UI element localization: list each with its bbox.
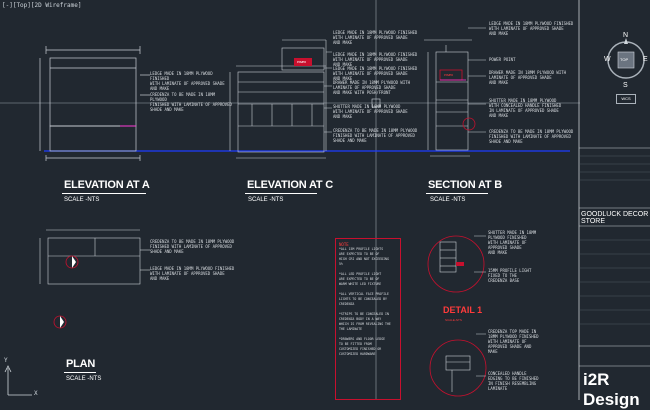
general-notes-body: *ALL 15M PROFILE LIGHTS ARE EXPECTED TO …: [339, 247, 391, 356]
note-section-b-drawer: DRAWER MADE IN 18MM PLYWOOD WITH LAMINAT…: [489, 70, 567, 85]
note-elev-a-ledge: LEDGE MADE IN 18MM PLYWOOD FINISHED WITH…: [150, 71, 225, 91]
elev-c-power-label: POWER: [297, 60, 307, 64]
section-b-power-label: POWER: [444, 73, 454, 77]
note-section-b-shutter: SHUTTER MADE IN 18MM PLYWOOD WITH CONCEA…: [489, 98, 562, 118]
designer-brand: i2R Design: [583, 370, 640, 409]
plan-section-markers: [53, 255, 79, 329]
crosshair-pickbox: [371, 98, 381, 108]
section-b-underline: [426, 193, 488, 194]
section-b-detail-callout: [462, 117, 476, 131]
note-section-b-power: POWER POINT: [489, 57, 516, 62]
plan-scale: SCALE -NTS: [66, 376, 102, 382]
ucs-x-label: X: [34, 390, 38, 397]
leader-lines: [324, 27, 486, 377]
title-block-rows: [579, 155, 650, 325]
plan-title: PLAN: [66, 358, 96, 370]
elevation-c-scale: SCALE -NTS: [248, 197, 284, 203]
project-name: GOODLUCK DECOR STORE: [581, 211, 649, 225]
note-elev-a-credenza: CREDENZA TO BE MADE IN 18MM PLYWOOD FINI…: [150, 92, 232, 112]
compass-east-label[interactable]: E: [643, 56, 648, 63]
note-elev-c-credenza: CREDENZA TO BE MADE IN 18MM PLYWOOD FINI…: [333, 128, 418, 143]
elevation-c-drawing: [229, 39, 327, 159]
note-elev-c-ledge-2: LEDGE MADE IN 18MM PLYWOOD FINISHED WITH…: [333, 52, 418, 67]
detail-1-hatch: [439, 241, 471, 392]
elevation-c-title: ELEVATION AT C: [247, 179, 334, 191]
viewcube-top-face[interactable]: TOP: [620, 57, 629, 62]
elevation-c-underline: [245, 193, 317, 194]
elevation-c-power-marker: [294, 58, 312, 66]
ucs-y-label: Y: [4, 357, 8, 364]
detail-1-drawing: [427, 235, 487, 397]
note-elev-c-shutter: SHUTTER MADE IN 18MM PLYWOOD WITH LAMINA…: [333, 104, 408, 119]
compass-north-label[interactable]: N: [623, 32, 629, 39]
ucs-icon: [4, 365, 32, 396]
section-b-drawing: [424, 39, 472, 157]
note-section-b-credenza: CREDENZA TO BE MADE IN 18MM PLYWOOD FINI…: [489, 129, 574, 144]
drawing-canvas[interactable]: [0, 0, 650, 400]
title-block-logo-area: i2R Design: [579, 366, 650, 409]
viewcube[interactable]: N S E W TOP WCS: [604, 26, 648, 104]
detail-1-profile-light: [456, 262, 464, 266]
note-detail-profile-light: 15MM PROFILE LIGHT FIXED TO THE CREDENZA…: [488, 268, 532, 283]
note-section-b-ledge: LEDGE MADE IN 18MM PLYWOOD FINISHED WITH…: [489, 21, 574, 36]
compass-south-label[interactable]: S: [623, 82, 628, 89]
detail-1-title: DETAIL 1: [443, 305, 483, 315]
note-elev-c-ledge-3: LEDGE MADE IN 18MM PLYWOOD FINISHED WITH…: [333, 66, 418, 81]
note-plan-credenza: CREDENZA TO BE MADE IN 18MM PLYWOOD FINI…: [150, 239, 235, 254]
note-detail-concealed-handle: CONCEALED HANDLE EDGING TO BE FINISHED I…: [488, 371, 539, 391]
compass-ring-icon: [607, 38, 645, 79]
elevation-a-underline: [62, 193, 146, 194]
plan-underline: [64, 372, 96, 373]
elevation-a-drawing: [39, 46, 150, 161]
general-notes-title: NOTE: [339, 242, 349, 247]
plan-drawing: [39, 229, 150, 285]
note-elev-c-drawer: DRAWER MADE IN 18MM PLYWOOD WITH LAMINAT…: [333, 80, 411, 95]
elevation-a-scale: SCALE -NTS: [64, 197, 100, 203]
section-b-title: SECTION AT B: [428, 179, 502, 191]
note-elev-c-ledge-1: LEDGE MADE IN 18MM PLYWOOD FINISHED WITH…: [333, 30, 418, 45]
general-notes-box: NOTE *ALL 15M PROFILE LIGHTS ARE EXPECTE…: [335, 238, 401, 400]
wcs-menu-button[interactable]: WCS: [616, 94, 636, 104]
compass-west-label[interactable]: W: [604, 56, 611, 63]
note-plan-ledge: LEDGE MADE IN 18MM PLYWOOD FINISHED WITH…: [150, 266, 235, 281]
viewport-controls[interactable]: [-][Top][2D Wireframe]: [2, 2, 82, 9]
detail-1-scale: SCALE-NTS: [445, 318, 462, 322]
note-detail-shutter: SHUTTER MADE IN 18MM PLYWOOD FINISHED WI…: [488, 230, 537, 255]
note-detail-credenza-top: CREDENZA TOP MADE IN 18MM PLYWOOD FINISH…: [488, 329, 539, 354]
elevation-a-title: ELEVATION AT A: [64, 179, 150, 191]
section-b-scale: SCALE -NTS: [430, 197, 466, 203]
